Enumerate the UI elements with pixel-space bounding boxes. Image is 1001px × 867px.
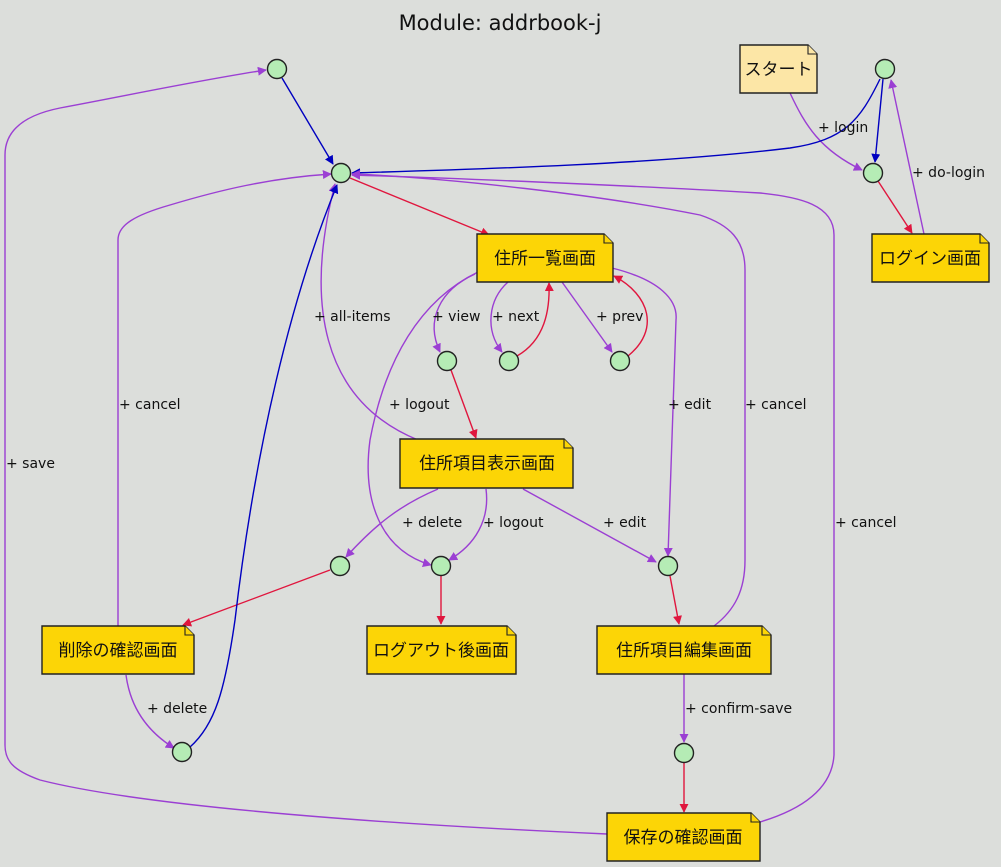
edge-top-hub bbox=[281, 77, 334, 165]
page-label-address-edit: 住所項目編集画面 bbox=[616, 641, 752, 661]
page-node-delete-confirm[interactable]: 削除の確認画面 bbox=[41, 625, 195, 675]
page-label-login: ログイン画面 bbox=[879, 249, 981, 269]
state-node-login-right[interactable] bbox=[874, 58, 896, 80]
edge-next-back bbox=[516, 282, 554, 357]
edge-label-list-logout: + logout bbox=[389, 397, 450, 413]
state-node-save[interactable] bbox=[673, 742, 695, 764]
page-label-logout: ログアウト後画面 bbox=[373, 641, 509, 661]
page-node-address-edit[interactable]: 住所項目編集画面 bbox=[596, 625, 772, 675]
edge-hub-list bbox=[349, 177, 490, 237]
edge-label-view-logout: + logout bbox=[483, 515, 544, 531]
edge-label-save: + save bbox=[6, 456, 55, 472]
edge-label-list-edit: + edit bbox=[668, 397, 712, 413]
edge-view-render bbox=[450, 369, 478, 439]
edge-prev bbox=[561, 281, 613, 353]
edge-next bbox=[490, 281, 509, 353]
edge-label-all-items: + all-items bbox=[314, 309, 391, 325]
edge-start-login bbox=[789, 92, 863, 171]
page-label-address-list: 住所一覧画面 bbox=[494, 249, 596, 269]
edge-label-delconf-cancel: + cancel bbox=[119, 397, 181, 413]
edge-loginright-login bbox=[871, 78, 884, 163]
edge-label-next: + next bbox=[492, 309, 540, 325]
edge-label-do-login: + do-login bbox=[912, 165, 985, 181]
edge-all-items bbox=[320, 183, 419, 441]
page-label-start: スタート bbox=[745, 60, 813, 80]
page-label-save-confirm: 保存の確認画面 bbox=[624, 828, 743, 848]
state-node-next[interactable] bbox=[498, 350, 520, 372]
state-node-edit[interactable] bbox=[657, 555, 679, 577]
edge-delconf-cancel bbox=[117, 170, 332, 626]
edge-list-logout bbox=[367, 271, 479, 568]
page-node-save-confirm[interactable]: 保存の確認画面 bbox=[606, 812, 761, 862]
edge-edit-render bbox=[669, 575, 682, 625]
state-node-logout[interactable] bbox=[430, 555, 452, 577]
edge-label-delconf-delete: + delete bbox=[147, 701, 207, 717]
edge-view-logout bbox=[448, 488, 488, 561]
edge-do-login bbox=[888, 79, 925, 235]
state-node-delete[interactable] bbox=[171, 741, 193, 763]
page-node-logout[interactable]: ログアウト後画面 bbox=[366, 625, 517, 675]
edge-label-prev: + prev bbox=[596, 309, 643, 325]
edge-label-view-delete: + delete bbox=[402, 515, 462, 531]
state-node-view[interactable] bbox=[436, 350, 458, 372]
edge-label-edit-cancel: + cancel bbox=[745, 397, 807, 413]
page-label-address-view: 住所項目表示画面 bbox=[419, 454, 555, 474]
state-node-login[interactable] bbox=[862, 162, 884, 184]
state-node-hub[interactable] bbox=[330, 162, 352, 184]
edge-view-delete bbox=[345, 488, 439, 558]
edge-label-login: + login bbox=[818, 120, 868, 136]
edge-label-confirm-save: + confirm-save bbox=[685, 701, 792, 717]
edge-label-view-edit: + edit bbox=[603, 515, 647, 531]
edge-prev-back bbox=[613, 275, 648, 357]
state-node-prev[interactable] bbox=[609, 350, 631, 372]
edge-saveconf-cancel bbox=[351, 170, 835, 823]
edge-loginright-hub bbox=[351, 78, 881, 178]
edge-list-edit bbox=[611, 267, 677, 557]
edge-label-saveconf-cancel: + cancel bbox=[835, 515, 897, 531]
edge-save bbox=[4, 66, 608, 835]
state-node-top[interactable] bbox=[266, 58, 288, 80]
page-node-start[interactable]: スタート bbox=[739, 44, 818, 94]
edge-delconf-delete bbox=[125, 674, 175, 749]
page-node-address-view[interactable]: 住所項目表示画面 bbox=[399, 438, 574, 489]
edge-login-render bbox=[877, 180, 913, 234]
page-node-login[interactable]: ログイン画面 bbox=[871, 233, 990, 283]
page-label-delete-confirm: 削除の確認画面 bbox=[59, 641, 178, 661]
edge-del-render bbox=[182, 569, 331, 627]
edge-edit-cancel bbox=[351, 169, 746, 627]
edge-label-view: + view bbox=[432, 309, 480, 325]
edge-view-edit bbox=[522, 488, 657, 563]
page-node-address-list[interactable]: 住所一覧画面 bbox=[476, 233, 614, 283]
edge-delete-hub bbox=[189, 184, 339, 748]
diagram-title: Module: addrbook-j bbox=[399, 11, 602, 35]
state-node-delete-action[interactable] bbox=[329, 555, 351, 577]
